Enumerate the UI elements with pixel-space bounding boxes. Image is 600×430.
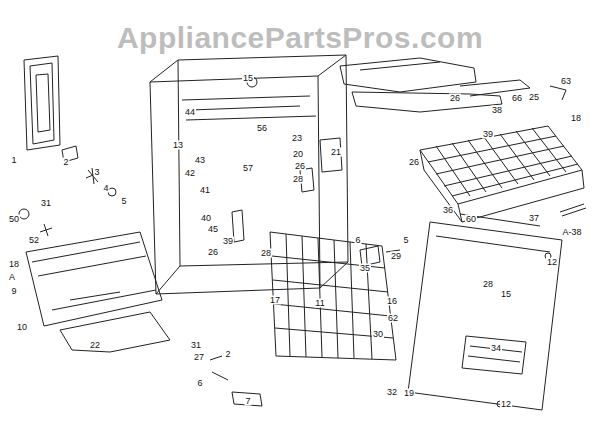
part xyxy=(19,209,29,219)
callout-number: 5 xyxy=(402,236,409,245)
callout-number: 16 xyxy=(386,297,398,306)
bracket xyxy=(300,138,342,192)
callout-number: 29 xyxy=(390,252,402,261)
callout-number: 25 xyxy=(528,93,540,102)
callout-number: 26 xyxy=(449,94,461,103)
callout-number: 10 xyxy=(16,323,28,332)
callout-number: 44 xyxy=(184,108,196,117)
callout-number: 12 xyxy=(500,400,512,409)
callout-number: 50 xyxy=(8,215,20,224)
hardware xyxy=(210,356,262,406)
callout-number: 19 xyxy=(403,389,415,398)
callout-number: 2 xyxy=(62,158,69,167)
callout-number: 1 xyxy=(10,156,17,165)
rail xyxy=(460,214,540,226)
callout-number: 42 xyxy=(184,169,196,178)
callout-number: 52 xyxy=(28,236,40,245)
callout-number: 18 xyxy=(570,114,582,123)
callout-number: 43 xyxy=(194,156,206,165)
callout-number: 66 xyxy=(511,94,523,103)
callout-number: 26 xyxy=(207,248,219,257)
callout-number: 17 xyxy=(269,296,281,305)
callout-number: 27 xyxy=(193,353,205,362)
callout-number: 6 xyxy=(354,236,361,245)
callout-number: 34 xyxy=(490,344,502,353)
callout-number: 35 xyxy=(359,264,371,273)
callout-number: 39 xyxy=(482,130,494,139)
callout-number: 57 xyxy=(242,164,254,173)
cabinet-detail xyxy=(182,96,316,120)
callout-number: 18 xyxy=(8,260,20,269)
base-plate xyxy=(60,312,170,352)
basket-grid xyxy=(272,234,393,359)
callout-number: 60 xyxy=(465,215,477,224)
callout-number: 63 xyxy=(560,77,572,86)
callout-number: 26 xyxy=(408,158,420,167)
callout-number: 5 xyxy=(120,197,127,206)
callout-number: 31 xyxy=(40,199,52,208)
callout-number: 4 xyxy=(102,184,109,193)
vent xyxy=(462,336,526,374)
callout-number: 28 xyxy=(260,249,272,258)
lower-basket xyxy=(270,232,396,360)
callout-number: A xyxy=(8,273,16,282)
spray-arm xyxy=(340,58,502,112)
callout-number: 32 xyxy=(386,388,398,397)
callout-number: 37 xyxy=(528,214,540,223)
callout-number: 62 xyxy=(387,314,399,323)
basket-side xyxy=(420,150,584,222)
callout-number: 36 xyxy=(442,206,454,215)
callout-number: 56 xyxy=(256,124,268,133)
callout-number: 23 xyxy=(291,134,303,143)
callout-number: 28 xyxy=(292,175,304,184)
callout-number: 7 xyxy=(244,397,251,406)
callout-number: 12 xyxy=(546,258,558,267)
door-panel xyxy=(408,222,562,410)
callout-number: 9 xyxy=(10,287,17,296)
callout-number: 41 xyxy=(199,186,211,195)
callout-number: 13 xyxy=(172,141,184,150)
fan-blade xyxy=(86,168,100,184)
basket-grid xyxy=(428,128,578,196)
callout-number: 30 xyxy=(372,330,384,339)
clip xyxy=(40,224,52,236)
spring xyxy=(560,204,586,216)
callout-number: 31 xyxy=(190,341,202,350)
cabinet-front xyxy=(150,76,320,294)
callout-number: 15 xyxy=(242,74,254,83)
callout-number: 45 xyxy=(207,225,219,234)
clip xyxy=(550,86,566,100)
callout-number: 38 xyxy=(491,106,503,115)
callout-number: 11 xyxy=(314,299,325,308)
callout-number: 6 xyxy=(196,379,203,388)
callout-number: 20 xyxy=(292,150,304,159)
callout-number: 2 xyxy=(224,350,231,359)
callout-number: 26 xyxy=(294,162,306,171)
watermark: AppliancePartsPros.com xyxy=(116,23,484,53)
callout-number: 3 xyxy=(93,168,100,177)
callout-number: 39 xyxy=(222,237,234,246)
callout-number: A-38 xyxy=(561,228,582,237)
callout-number: 22 xyxy=(89,341,101,350)
callout-number: 15 xyxy=(500,290,512,299)
upper-basket xyxy=(420,126,582,204)
callout-number: 21 xyxy=(330,148,342,157)
base-rail xyxy=(26,232,162,326)
panel xyxy=(24,56,60,150)
callout-number: 28 xyxy=(482,280,494,289)
callout-number: 40 xyxy=(200,214,212,223)
